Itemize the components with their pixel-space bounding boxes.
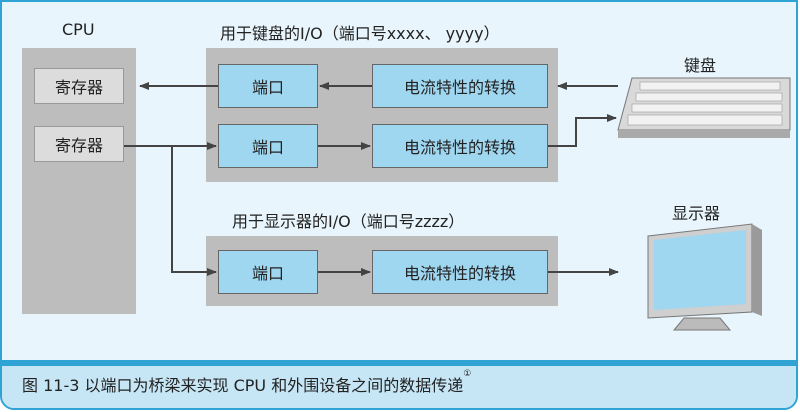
display-port: 端口: [218, 250, 318, 294]
caption-bar: [2, 360, 796, 408]
figure-caption: 图 11-3 以端口为桥梁来实现 CPU 和外围设备之间的数据传递①: [22, 369, 472, 396]
figure-caption-text: 图 11-3 以端口为桥梁来实现 CPU 和外围设备之间的数据传递: [22, 376, 464, 395]
display-label: 显示器: [672, 204, 721, 223]
keyboard-io-title: 用于键盘的I/O（端口号xxxx、 yyyy）: [220, 24, 500, 43]
keyboard-icon: [617, 77, 791, 138]
arrow-register-to-display-port: [171, 146, 217, 276]
monitor-icon: [647, 223, 762, 331]
figure-caption-footnote: ①: [463, 369, 472, 379]
keyboard-port-2: 端口: [218, 124, 318, 168]
keyboard-label: 键盘: [684, 56, 717, 75]
cpu-label: CPU: [62, 20, 95, 39]
display-io-title: 用于显示器的I/O（端口号zzzz）: [232, 212, 465, 231]
keyboard-converter-1: 电流特性的转换: [372, 64, 548, 108]
cpu-register-1: 寄存器: [34, 68, 124, 104]
keyboard-converter-2: 电流特性的转换: [372, 124, 548, 168]
display-converter: 电流特性的转换: [372, 250, 548, 294]
keyboard-port-1: 端口: [218, 64, 318, 108]
arrow-converter-to-keyboard: [548, 114, 617, 147]
cpu-register-2: 寄存器: [34, 126, 124, 162]
